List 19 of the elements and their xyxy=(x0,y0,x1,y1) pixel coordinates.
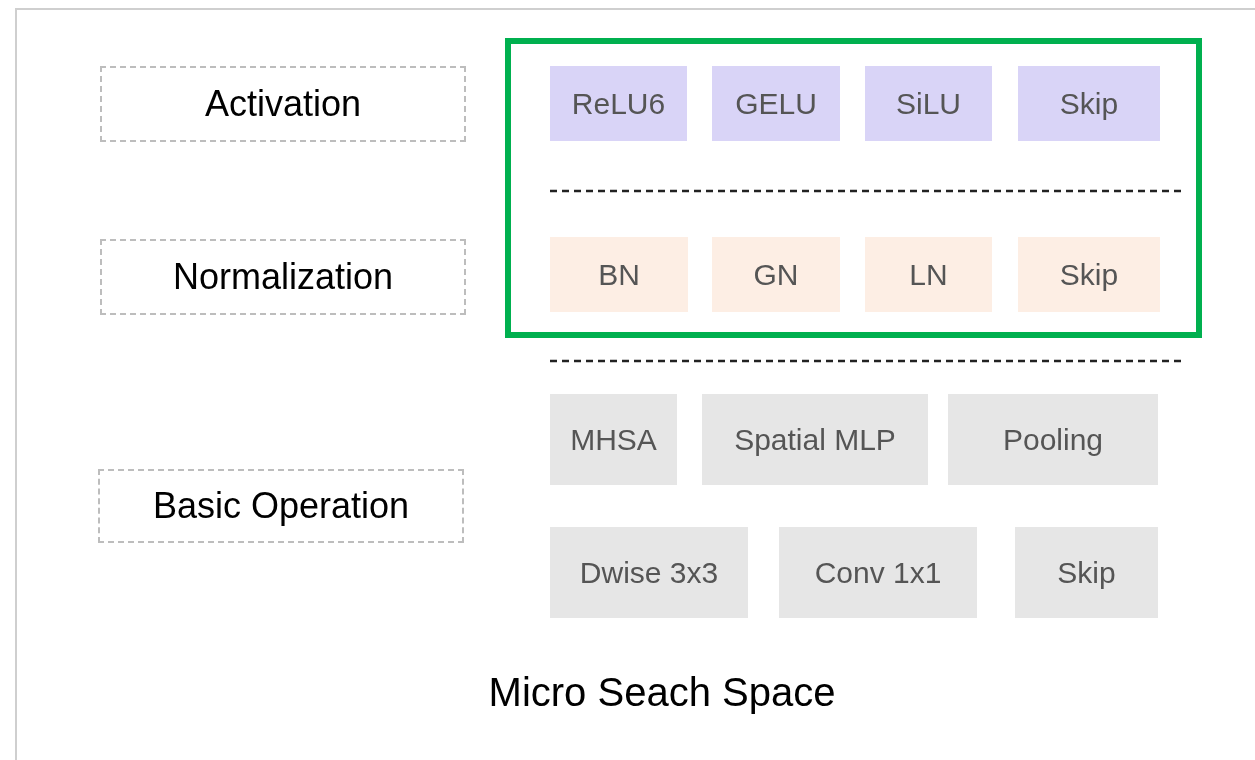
activation-option-box: Skip xyxy=(1018,66,1160,141)
normalization-option-box: Skip xyxy=(1018,237,1160,312)
normalization-option-box: BN xyxy=(550,237,688,312)
category-label-box: Normalization xyxy=(100,239,466,315)
operation-option-box: Conv 1x1 xyxy=(779,527,977,618)
caption: Micro Seach Space xyxy=(488,670,836,714)
operation-option-box: Skip xyxy=(1015,527,1158,618)
category-label-box: Basic Operation xyxy=(98,469,464,543)
operation-option-box: MHSA xyxy=(550,394,677,485)
category-label-box: Activation xyxy=(100,66,466,142)
normalization-option-box: GN xyxy=(712,237,840,312)
activation-option-box: SiLU xyxy=(865,66,992,141)
highlight-frame xyxy=(505,38,1202,338)
operation-option-box: Dwise 3x3 xyxy=(550,527,748,618)
operation-option-box: Spatial MLP xyxy=(702,394,928,485)
operation-option-box: Pooling xyxy=(948,394,1158,485)
activation-option-box: ReLU6 xyxy=(550,66,687,141)
normalization-option-box: LN xyxy=(865,237,992,312)
activation-option-box: GELU xyxy=(712,66,840,141)
